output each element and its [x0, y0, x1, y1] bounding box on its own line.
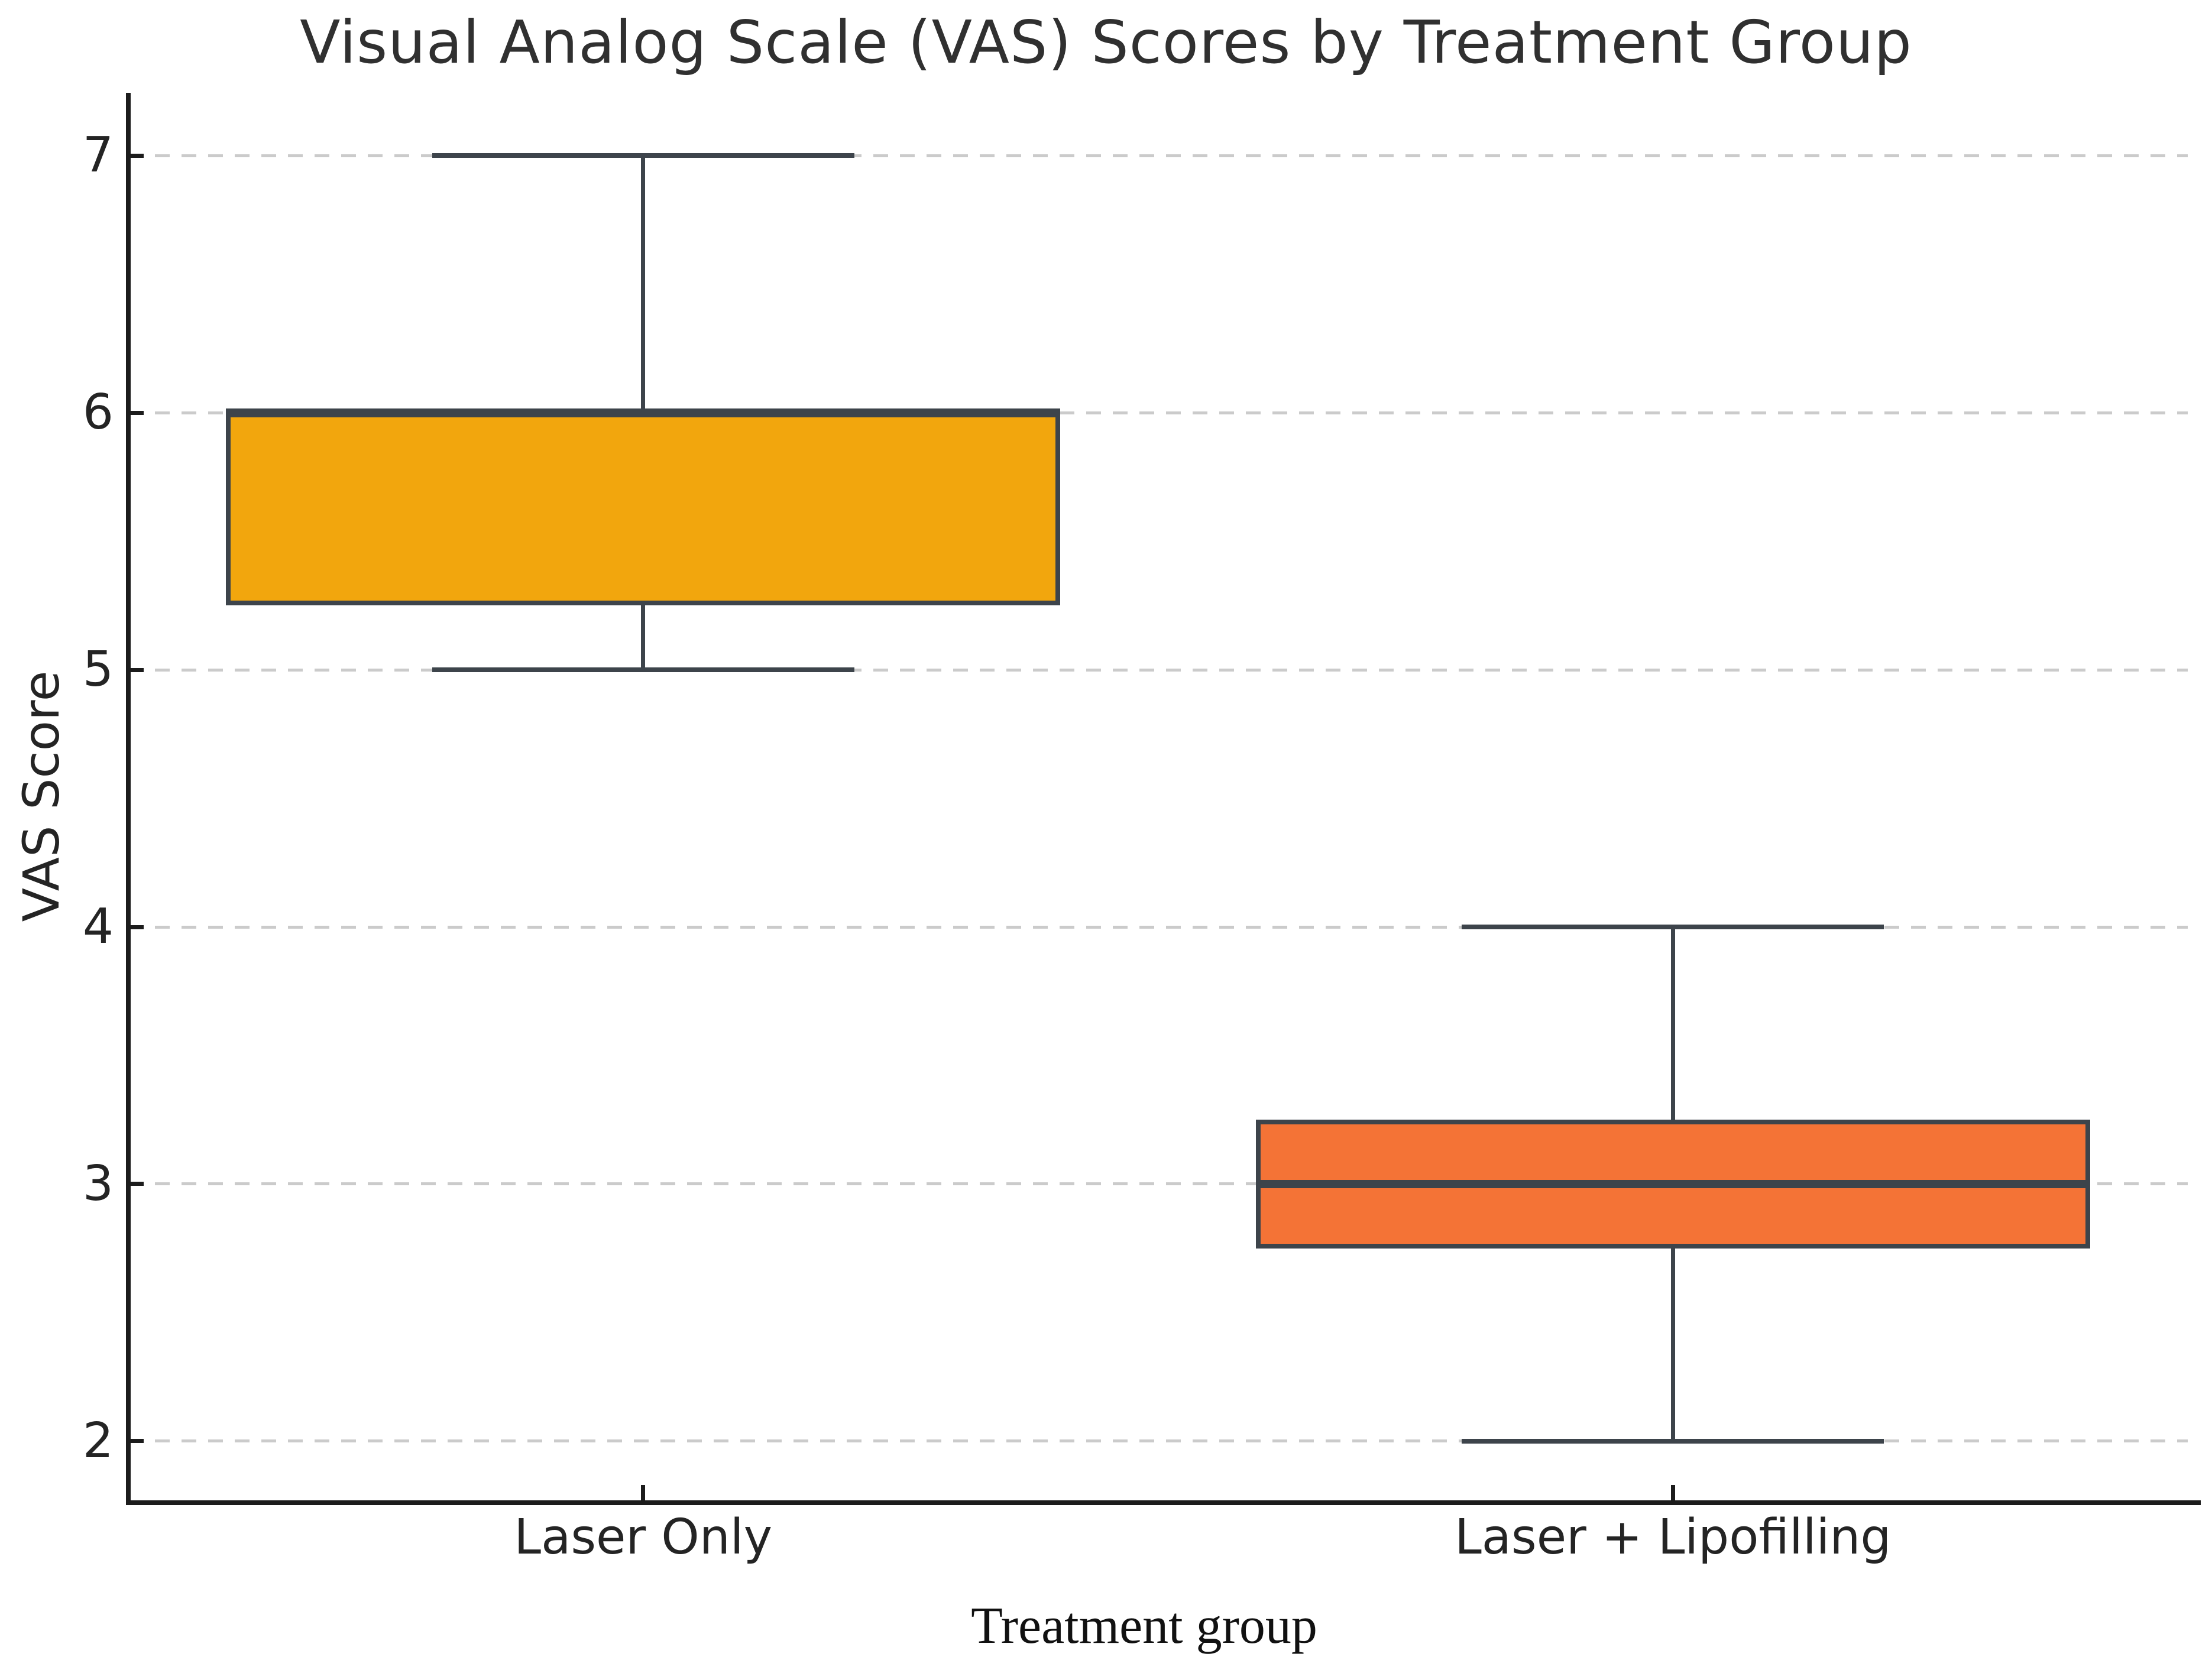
- y-tick-label: 4: [82, 899, 114, 955]
- median-line: [226, 408, 1061, 417]
- y-axis-label: VAS Score: [12, 670, 70, 922]
- x-tick-mark: [641, 1485, 646, 1500]
- x-tick-label: Laser + Lipofilling: [1455, 1509, 1892, 1565]
- whisker-stem-upper: [1670, 927, 1675, 1120]
- x-tick-label: Laser Only: [514, 1509, 773, 1565]
- y-tick-mark: [128, 153, 144, 158]
- gridline: [128, 411, 2188, 414]
- gridline: [128, 668, 2188, 672]
- y-tick-mark: [128, 667, 144, 672]
- x-axis-spine: [126, 1500, 2201, 1505]
- box-laser-only: [226, 413, 1061, 606]
- y-tick-mark: [128, 1182, 144, 1186]
- y-tick-label: 5: [82, 641, 114, 698]
- y-tick-mark: [128, 1439, 144, 1444]
- y-tick-mark: [128, 925, 144, 929]
- whisker-cap-lower: [1462, 1438, 1884, 1444]
- gridline: [128, 1182, 2188, 1186]
- gridline: [128, 1439, 2188, 1443]
- gridline: [128, 925, 2188, 929]
- y-axis-spine: [126, 93, 131, 1505]
- y-tick-label: 6: [82, 384, 114, 441]
- y-tick-label: 2: [82, 1412, 114, 1469]
- x-tick-mark: [1670, 1485, 1675, 1500]
- whisker-stem-upper: [641, 155, 646, 413]
- whisker-stem-lower: [1670, 1248, 1675, 1441]
- y-tick-label: 3: [82, 1155, 114, 1212]
- whisker-cap-upper: [432, 153, 854, 158]
- chart-title: Visual Analog Scale (VAS) Scores by Trea…: [300, 8, 1912, 77]
- gridline: [128, 154, 2188, 157]
- whisker-stem-lower: [641, 605, 646, 670]
- whisker-cap-lower: [432, 667, 854, 673]
- y-tick-label: 7: [82, 127, 114, 184]
- median-line: [1255, 1179, 2090, 1188]
- y-tick-mark: [128, 410, 144, 415]
- whisker-cap-upper: [1462, 925, 1884, 930]
- x-axis-label: Treatment group: [971, 1597, 1317, 1655]
